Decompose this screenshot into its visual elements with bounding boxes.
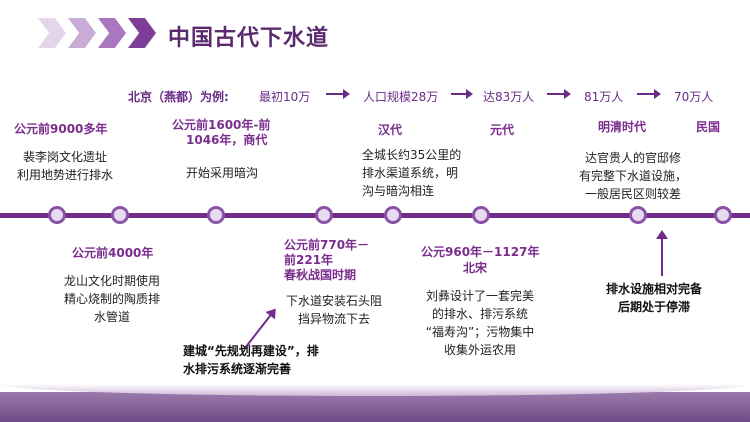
arrow-icon [637,89,661,99]
era-label: 公元前1600年-前 1046年，商代 [172,118,271,147]
chevron-decoration-1 [38,18,66,48]
planning-callout: 建城“先规划再建设”，排 水排污系统逐渐完善 [183,344,319,376]
stagnation-callout: 排水设施相对完备 后期处于停滞 [606,282,703,314]
chevron-decoration-3 [98,18,126,48]
event-description: 裴李岗文化遗址 利用地势进行排水 [16,150,113,182]
population-step-5: 70万人 [674,90,714,104]
era-label: 公元前9000多年 [14,122,108,136]
era-label: 元代 [490,123,515,137]
event-description: 开始采用暗沟 [185,166,258,180]
era-label: 民国 [696,120,721,134]
page-title: 中国古代下水道 [168,25,330,51]
era-label: 公元前770年－ 前221年 春秋战国时期 [284,238,370,282]
timeline-node [714,206,732,224]
population-step-4: 81万人 [584,90,624,104]
era-label: 汉代 [378,123,403,137]
event-description: 龙山文化时期使用 精心烧制的陶质排 水管道 [63,274,160,324]
arrow-icon [451,89,473,99]
pointer-arrow-icon [656,230,668,276]
footer-band [0,392,750,422]
era-label: 明清时代 [598,120,647,134]
population-step-3: 达83万人 [483,90,535,104]
timeline-node [315,206,333,224]
timeline-bar [0,213,750,218]
beijing-lead-label: 北京（燕都）为例: [128,90,229,104]
event-description: 下水道安装石头阻 挡异物流下去 [285,294,382,326]
era-label: 公元前4000年 [72,246,154,260]
timeline-node [207,206,225,224]
chevron-decoration-4 [128,18,156,48]
population-step-1: 最初10万 [259,90,311,104]
timeline-node [384,206,402,224]
event-description: 刘彝设计了一套完美 的排水、排污系统 “福寿沟”；污物集中 收集外运农用 [425,289,535,357]
timeline-node [111,206,129,224]
arrow-icon [547,89,571,99]
timeline-node [48,206,66,224]
timeline-node [629,206,647,224]
event-description: 全城长约35公里的 排水渠道系统，明 沟与暗沟相连 [362,148,462,198]
footer-wave [0,384,750,396]
event-description: 达官贵人的官邸修 有完整下水道设施， 一般居民区则较差 [578,151,687,201]
era-label: 公元960年－1127年 北宋 [421,245,540,275]
population-step-2: 人口规模28万 [363,90,439,104]
arrow-icon [326,89,350,99]
timeline-node [472,206,490,224]
chevron-decoration-2 [68,18,96,48]
